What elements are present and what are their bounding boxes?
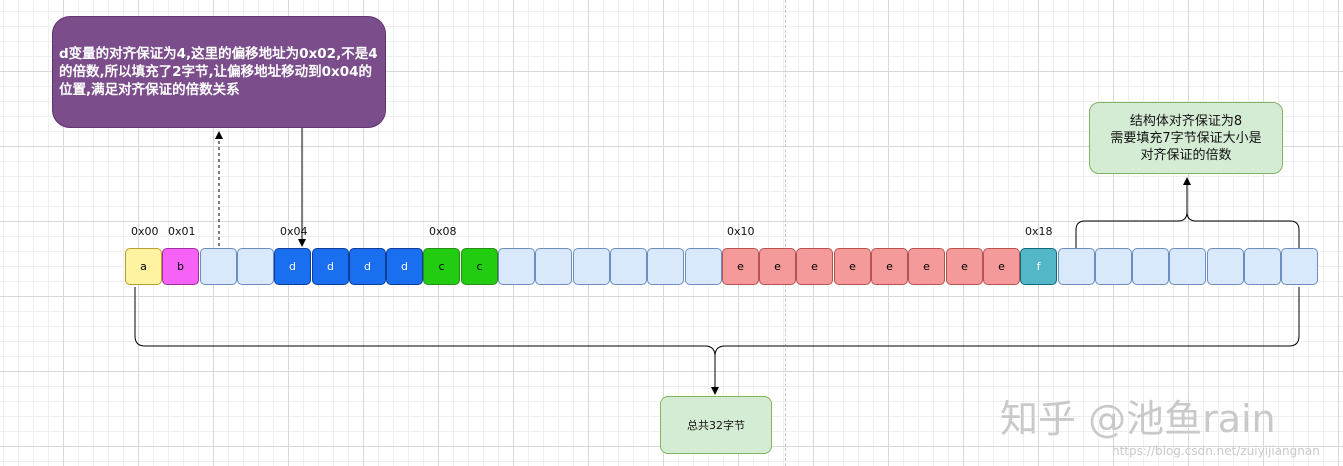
padding-cell: [1132, 248, 1169, 285]
total-size-box: 总共32字节: [660, 396, 772, 454]
padding-cell: [573, 248, 610, 285]
field-cell-a: a: [125, 248, 162, 285]
padding-cell: [1207, 248, 1244, 285]
struct-alignment-note: 结构体对齐保证为8 需要填充7字节保证大小是 对齐保证的倍数: [1089, 102, 1283, 174]
field-cell-d: d: [312, 248, 349, 285]
center-guide-line: [785, 0, 786, 466]
address-label-0x10: 0x10: [727, 225, 755, 238]
padding-explanation-note: d变量的对齐保证为4,这里的偏移地址为0x02,不是4的倍数,所以填充了2字节,…: [52, 16, 386, 128]
padding-cell: [610, 248, 647, 285]
address-label-0x01: 0x01: [168, 225, 196, 238]
watermark-url: https://blog.csdn.net/zuiyijiangnan: [1112, 444, 1320, 458]
field-cell-e: e: [908, 248, 945, 285]
field-cell-d: d: [274, 248, 311, 285]
field-cell-d: d: [386, 248, 423, 285]
padding-cell: [1281, 248, 1318, 285]
field-cell-c: c: [423, 248, 460, 285]
field-cell-e: e: [983, 248, 1020, 285]
total-size-brace: [134, 287, 1300, 390]
padding-cell: [1058, 248, 1095, 285]
padding-cell: [200, 248, 237, 285]
padding-cell: [685, 248, 722, 285]
padding-cell: [237, 248, 274, 285]
field-cell-e: e: [834, 248, 871, 285]
field-cell-e: e: [722, 248, 759, 285]
struct-alignment-text: 结构体对齐保证为8 需要填充7字节保证大小是 对齐保证的倍数: [1110, 113, 1262, 163]
padding-cell: [1244, 248, 1281, 285]
padding-cell: [1169, 248, 1206, 285]
field-cell-c: c: [461, 248, 498, 285]
watermark-logo: 知乎 @池鱼rain: [1000, 397, 1276, 441]
address-label-0x18: 0x18: [1025, 225, 1053, 238]
padding-cell: [647, 248, 684, 285]
address-label-0x08: 0x08: [429, 225, 457, 238]
field-cell-e: e: [759, 248, 796, 285]
padding-cell: [1095, 248, 1132, 285]
field-cell-d: d: [349, 248, 386, 285]
trailing-padding-brace: [1075, 181, 1300, 248]
field-cell-b: b: [162, 248, 199, 285]
padding-cell: [535, 248, 572, 285]
address-label-0x04: 0x04: [280, 225, 308, 238]
field-cell-e: e: [946, 248, 983, 285]
total-size-text: 总共32字节: [687, 419, 745, 432]
padding-explanation-text: d变量的对齐保证为4,这里的偏移地址为0x02,不是4的倍数,所以填充了2字节,…: [59, 46, 378, 98]
field-cell-f: f: [1020, 248, 1057, 285]
field-cell-e: e: [871, 248, 908, 285]
address-label-0x00: 0x00: [131, 225, 159, 238]
field-cell-e: e: [796, 248, 833, 285]
padding-cell: [498, 248, 535, 285]
